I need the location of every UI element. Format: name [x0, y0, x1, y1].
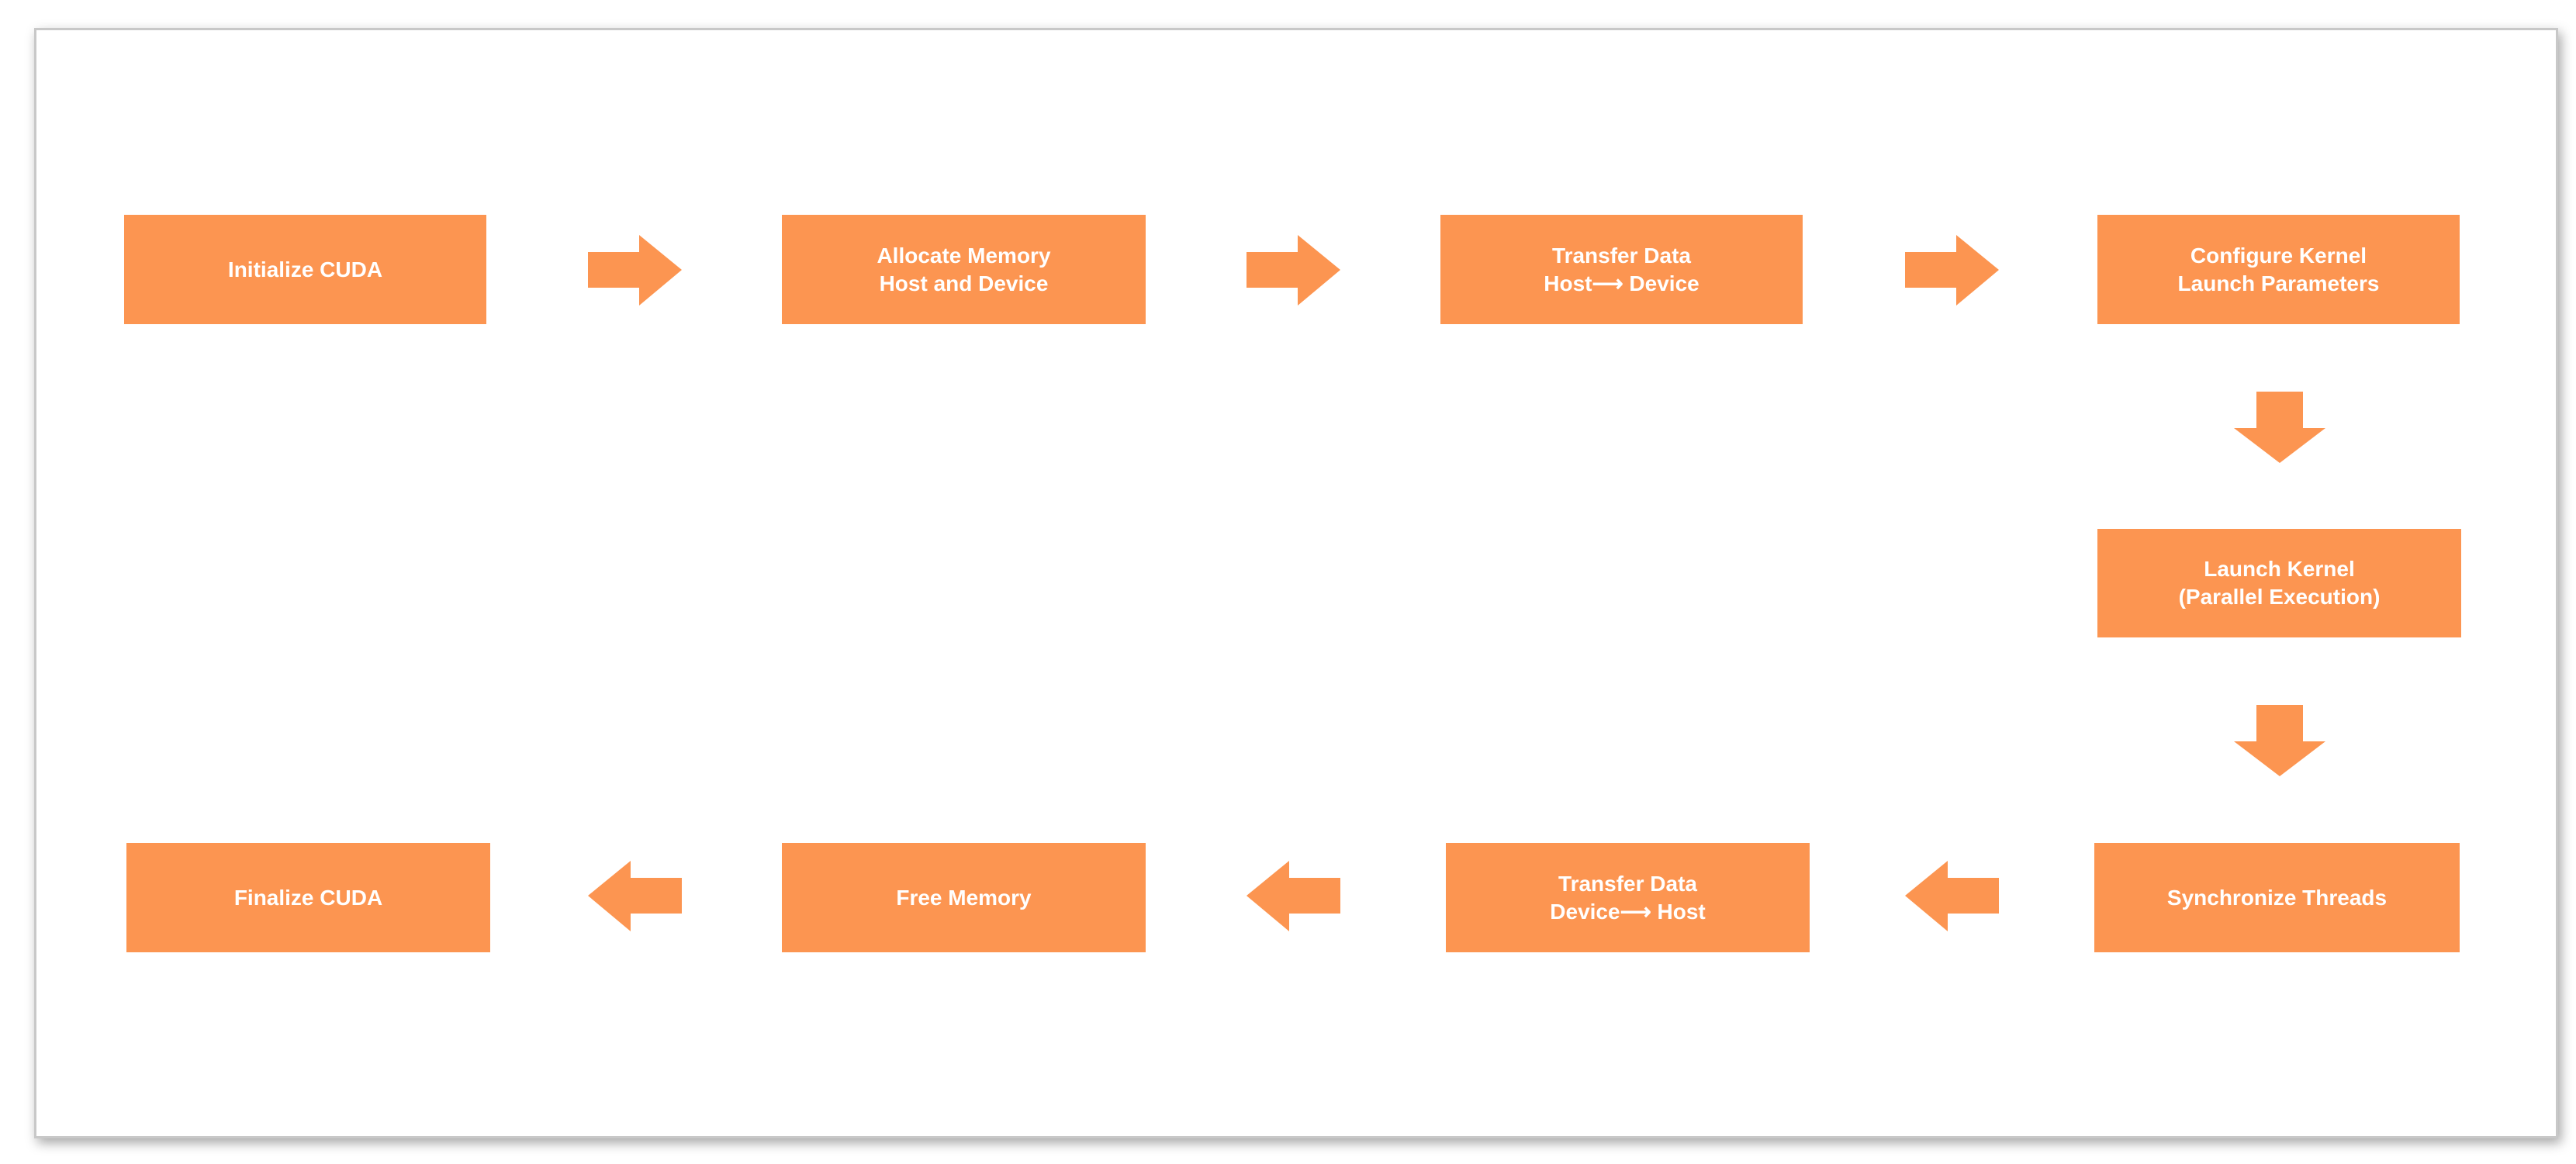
step-label: Transfer Data	[1552, 243, 1691, 268]
arrow-down-icon	[2234, 705, 2325, 776]
arrow-right-icon	[1247, 235, 1340, 306]
arrow-right-icon	[588, 235, 682, 306]
arrow-left-icon	[588, 861, 682, 931]
arrow-left-icon	[1905, 861, 1999, 931]
step-sublabel: Host⟶ Device	[1544, 271, 1699, 295]
step-sublabel: Host and Device	[879, 271, 1049, 295]
step-label: Launch Kernel	[2204, 557, 2355, 581]
step-configure-kernel: Configure Kernel Launch Parameters	[2097, 215, 2460, 324]
step-label: Allocate Memory	[877, 243, 1051, 268]
step-initialize-cuda: Initialize CUDA	[124, 215, 486, 324]
step-label: Configure Kernel	[2190, 243, 2367, 268]
step-sublabel: Device⟶ Host	[1550, 899, 1706, 924]
arrow-right-icon	[1905, 235, 1999, 306]
step-label: Transfer Data	[1558, 871, 1697, 896]
step-label: Initialize CUDA	[227, 257, 383, 282]
step-finalize-cuda: Finalize CUDA	[126, 843, 490, 952]
step-synchronize-threads: Synchronize Threads	[2094, 843, 2460, 952]
step-sublabel: (Parallel Execution)	[2178, 585, 2381, 609]
step-launch-kernel: Launch Kernel (Parallel Execution)	[2097, 529, 2461, 637]
step-free-memory: Free Memory	[782, 843, 1146, 952]
step-label: Synchronize Threads	[2166, 885, 2388, 910]
step-transfer-host-to-device: Transfer Data Host⟶ Device	[1440, 215, 1803, 324]
step-label: Free Memory	[896, 885, 1032, 910]
step-transfer-device-to-host: Transfer Data Device⟶ Host	[1446, 843, 1810, 952]
arrow-down-icon	[2234, 392, 2325, 463]
step-sublabel: Launch Parameters	[2177, 271, 2380, 295]
step-allocate-memory: Allocate Memory Host and Device	[782, 215, 1146, 324]
step-label: Finalize CUDA	[233, 885, 383, 910]
arrow-left-icon	[1247, 861, 1340, 931]
